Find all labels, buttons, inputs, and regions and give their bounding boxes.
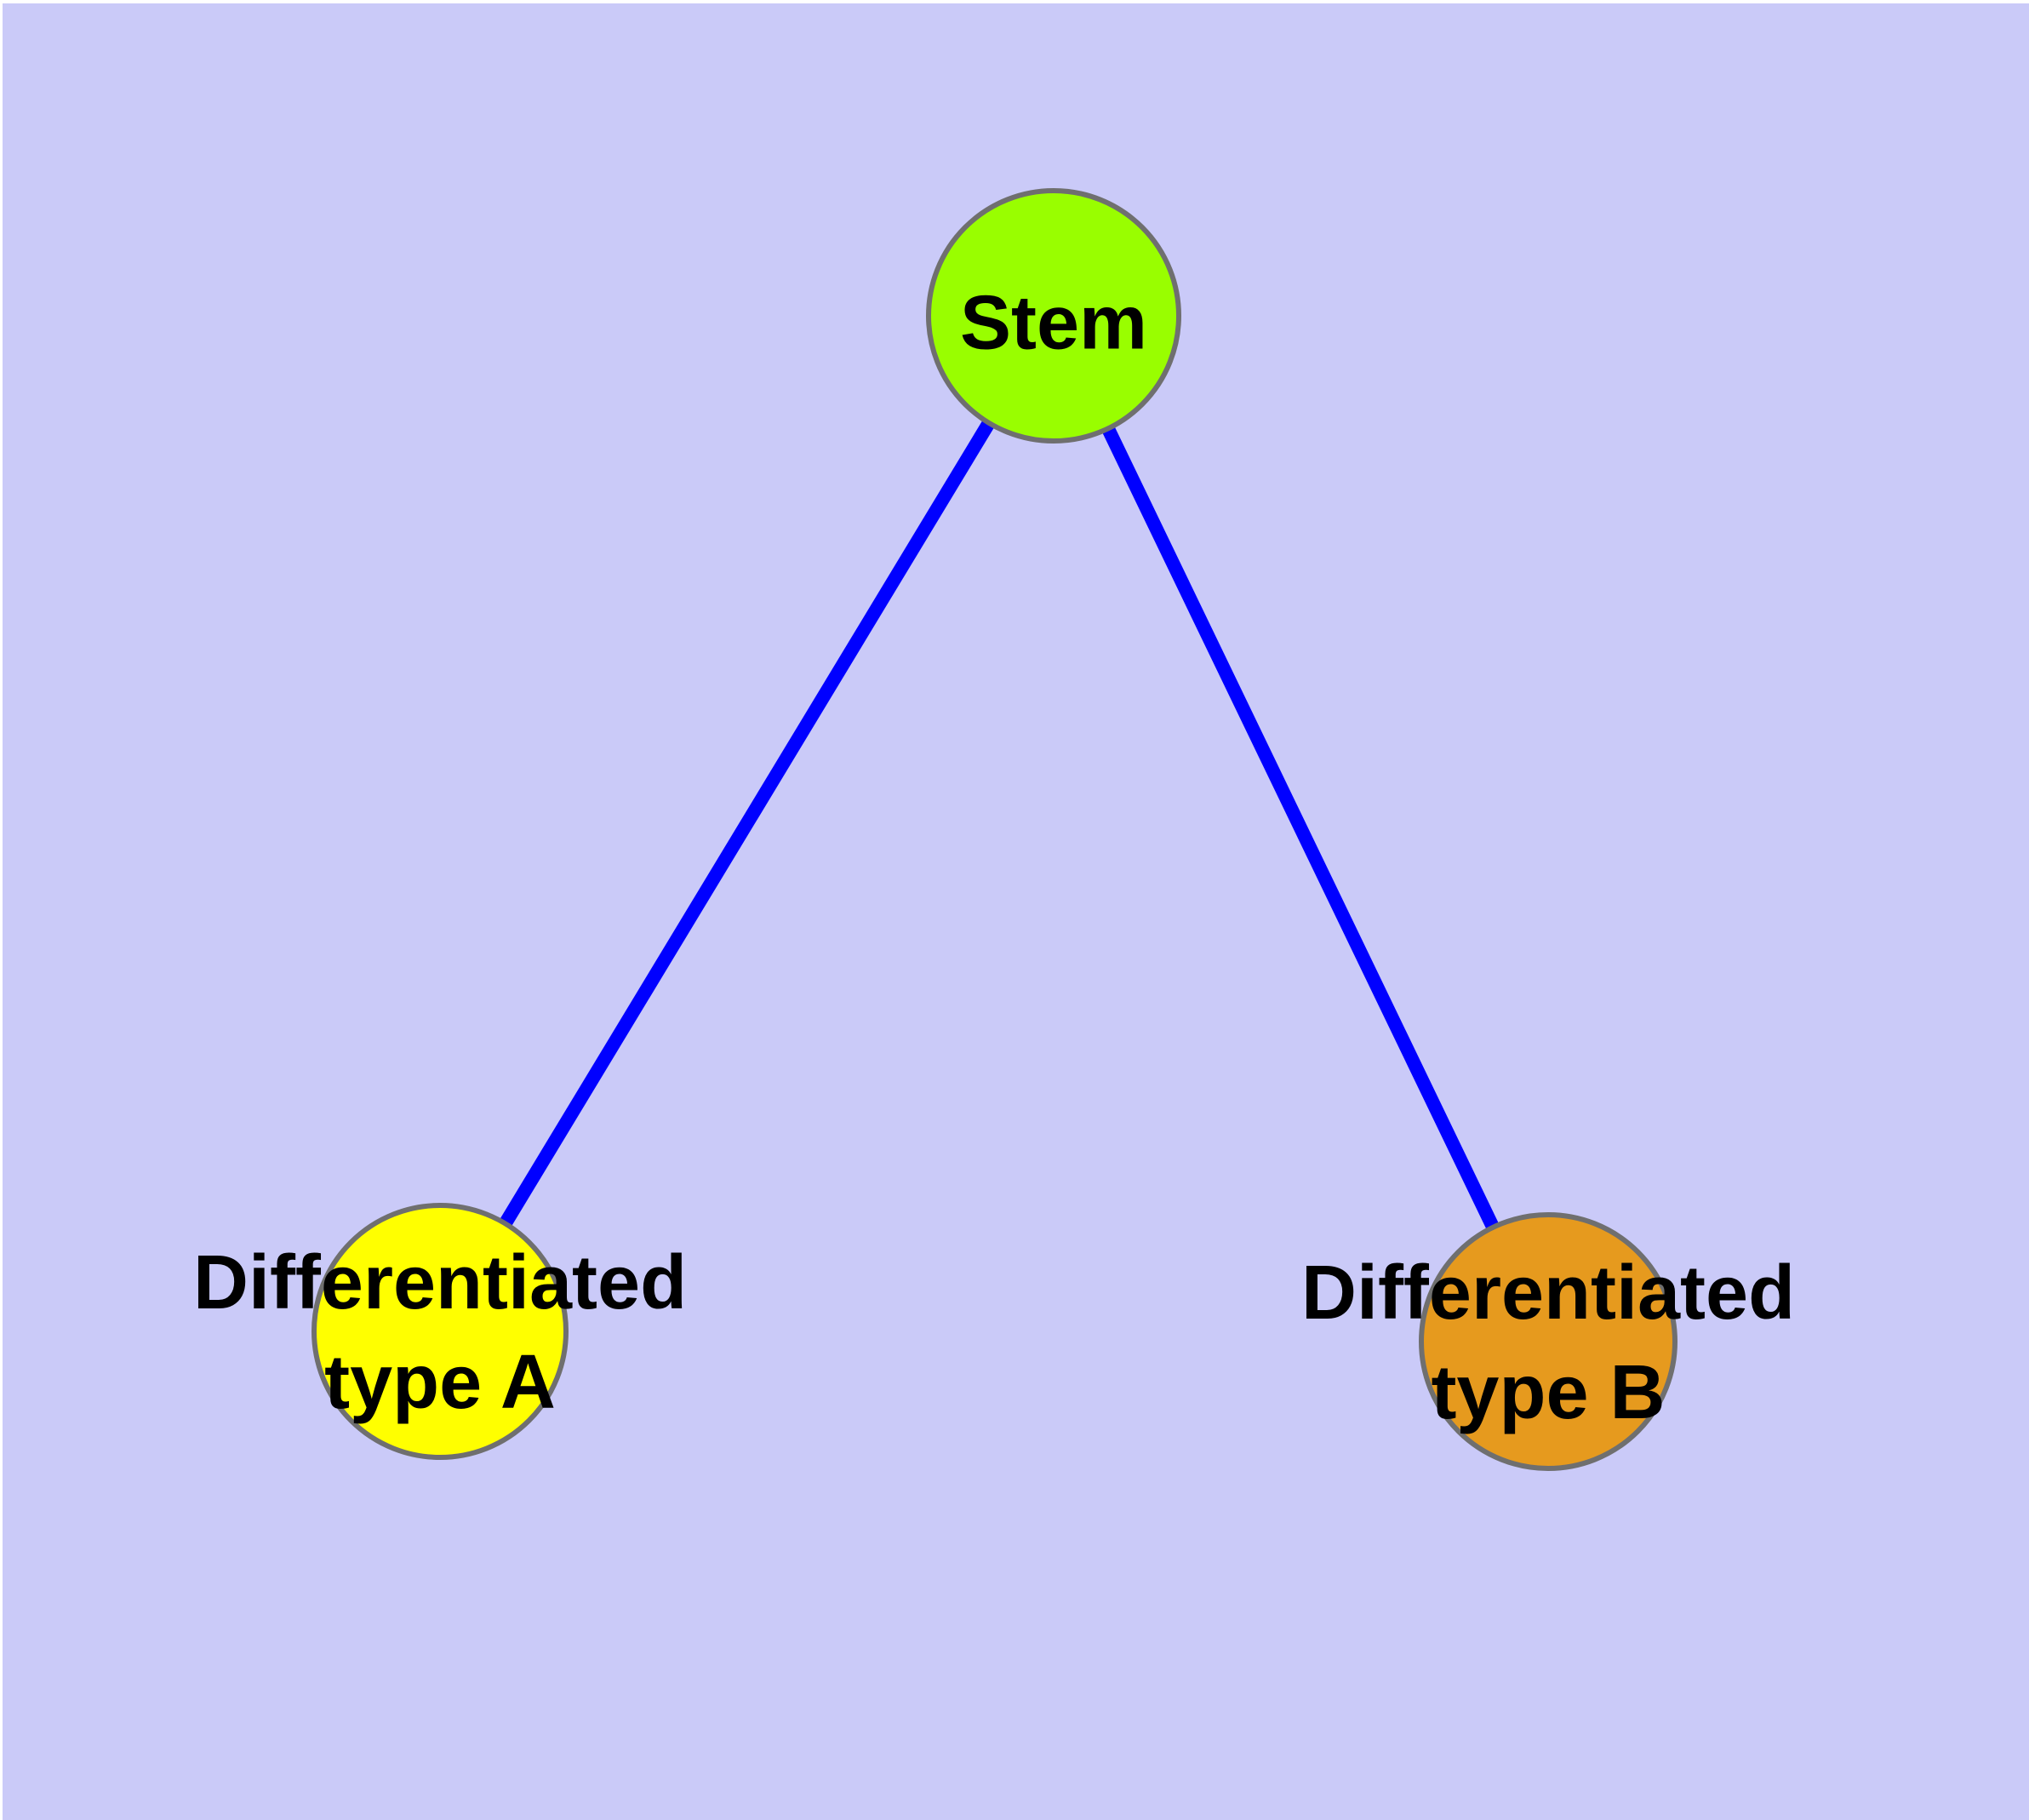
stem-label-text: Stem <box>959 280 1148 366</box>
type-a-label-line1: Differentiated <box>192 1240 688 1325</box>
type-b-node-label: Differentiated type B <box>1301 1244 1795 1443</box>
edge-stem-to-type-b <box>1047 312 1555 1345</box>
stem-node-label: Stem <box>960 274 1147 374</box>
type-b-label-line1: Differentiated <box>1300 1251 1796 1336</box>
type-a-node-label: Differentiated type A <box>193 1233 687 1433</box>
type-b-node-circle <box>1419 1212 1677 1471</box>
edge-stem-to-type-a <box>434 312 1060 1336</box>
stem-node-circle <box>926 188 1181 444</box>
type-b-label-line2: type B <box>1431 1350 1666 1435</box>
type-a-label-line2: type A <box>324 1340 556 1425</box>
type-a-node-circle <box>311 1203 569 1460</box>
